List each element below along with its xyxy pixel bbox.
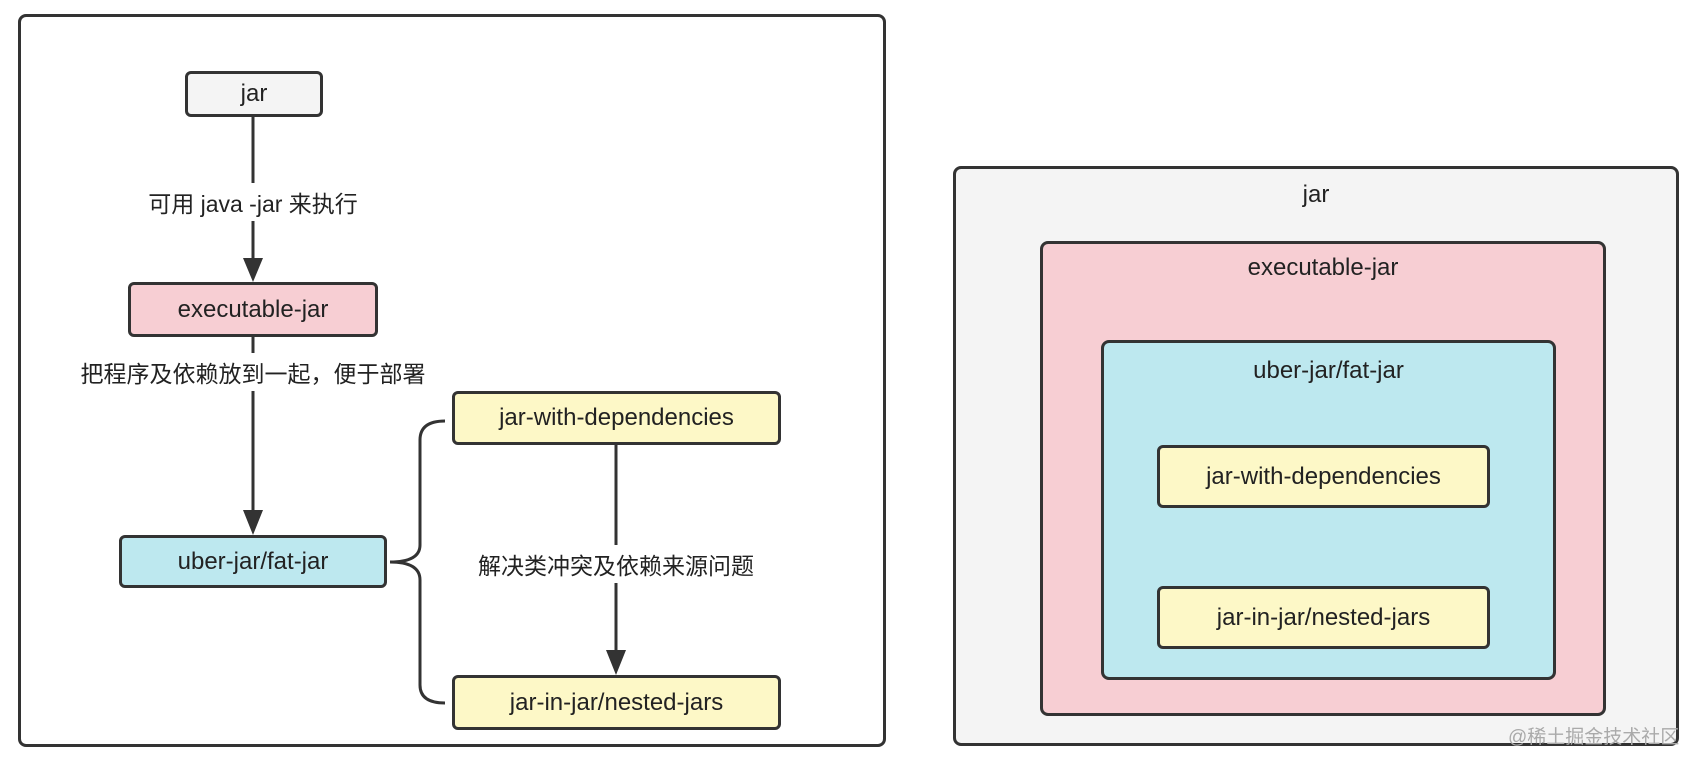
- edge-label-run: 可用 java -jar 来执行: [144, 183, 362, 221]
- node-executable-jar: executable-jar: [128, 282, 378, 337]
- node-jar: jar: [185, 71, 323, 117]
- container-title: jar: [1302, 181, 1330, 208]
- node-jar-in-jar: jar-in-jar/nested-jars: [452, 675, 781, 730]
- container-title: executable-jar: [1247, 254, 1399, 281]
- node-label: jar-with-dependencies: [499, 404, 734, 431]
- left-diagram-frame: [18, 14, 886, 747]
- node-label: jar-in-jar/nested-jars: [1216, 603, 1431, 631]
- edge-label-conflict: 解决类冲突及依赖来源问题: [474, 545, 758, 583]
- node-label: executable-jar: [177, 295, 329, 323]
- node-label: jar-in-jar/nested-jars: [509, 688, 724, 716]
- node-label: jar: [240, 80, 268, 107]
- curly-brace: [389, 419, 446, 705]
- watermark: @稀土掘金技术社区: [1508, 727, 1680, 748]
- node-jar-with-dependencies: jar-with-dependencies: [452, 391, 781, 445]
- node-uber-jar: uber-jar/fat-jar: [119, 535, 387, 588]
- node-jar-with-dependencies-nested: jar-with-dependencies: [1157, 445, 1490, 508]
- container-title: uber-jar/fat-jar: [1253, 357, 1404, 384]
- node-label: jar-with-dependencies: [1206, 462, 1441, 490]
- node-jar-in-jar-nested: jar-in-jar/nested-jars: [1157, 586, 1490, 649]
- node-label: uber-jar/fat-jar: [177, 547, 329, 575]
- edge-label-bundle: 把程序及依赖放到一起，便于部署: [76, 353, 430, 391]
